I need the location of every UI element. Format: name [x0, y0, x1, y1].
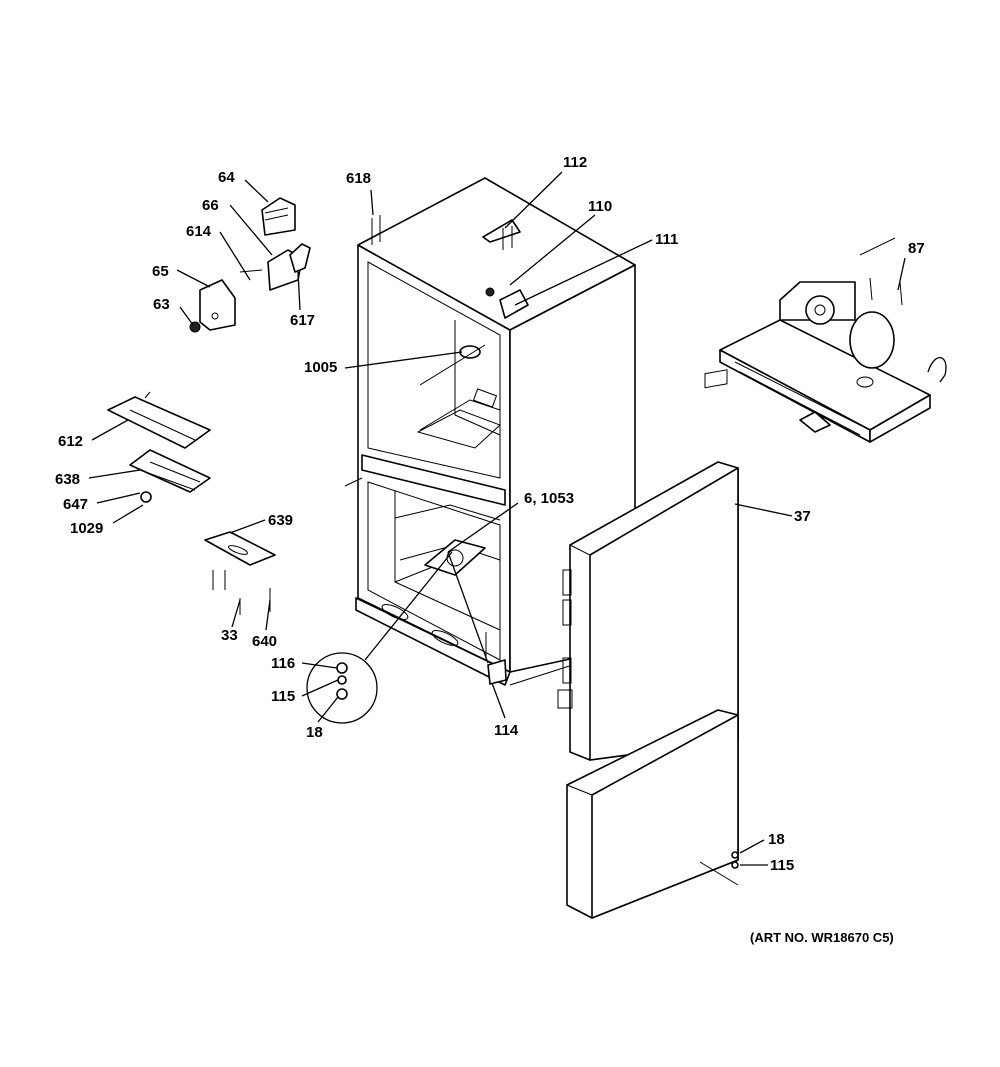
callout-114: 114 — [494, 722, 519, 739]
detail-circle — [306, 551, 453, 724]
bracket-part — [129, 449, 211, 503]
callout-112: 112 — [563, 154, 587, 171]
callout-66: 66 — [202, 197, 219, 214]
callout-115-b: 115 — [770, 857, 794, 874]
callout-612: 612 — [58, 433, 83, 450]
callout-1005: 1005 — [304, 359, 337, 376]
callout-18-b: 18 — [768, 831, 785, 848]
callout-33: 33 — [221, 627, 238, 644]
art-number: (ART NO. WR18670 C5) — [750, 930, 894, 945]
callout-87: 87 — [908, 240, 925, 257]
callout-116: 116 — [271, 655, 295, 672]
crisper-cover-part — [107, 391, 211, 449]
machine-compartment-part — [719, 237, 947, 443]
callout-37: 37 — [794, 508, 811, 525]
callout-64: 64 — [218, 169, 235, 186]
fresh-food-door-part — [557, 369, 739, 761]
callout-1029: 1029 — [70, 520, 103, 537]
callout-18-a: 18 — [306, 724, 323, 741]
control-housing-part — [189, 197, 311, 333]
callout-617: 617 — [290, 312, 315, 329]
callout-65: 65 — [152, 263, 169, 280]
callout-647: 647 — [63, 496, 88, 513]
callout-63: 63 — [153, 296, 170, 313]
callout-639: 639 — [268, 512, 293, 529]
freezer-door-part — [566, 709, 739, 919]
callout-111: 111 — [655, 231, 678, 248]
callout-110: 110 — [588, 198, 612, 215]
callout-115-a: 115 — [271, 688, 295, 705]
cover-part — [204, 531, 276, 615]
leader-lines — [88, 171, 906, 866]
callout-6-1053: 6, 1053 — [524, 490, 574, 507]
callout-638: 638 — [55, 471, 80, 488]
callout-614: 614 — [186, 223, 212, 240]
callout-640: 640 — [252, 633, 277, 650]
callout-618: 618 — [346, 170, 371, 187]
